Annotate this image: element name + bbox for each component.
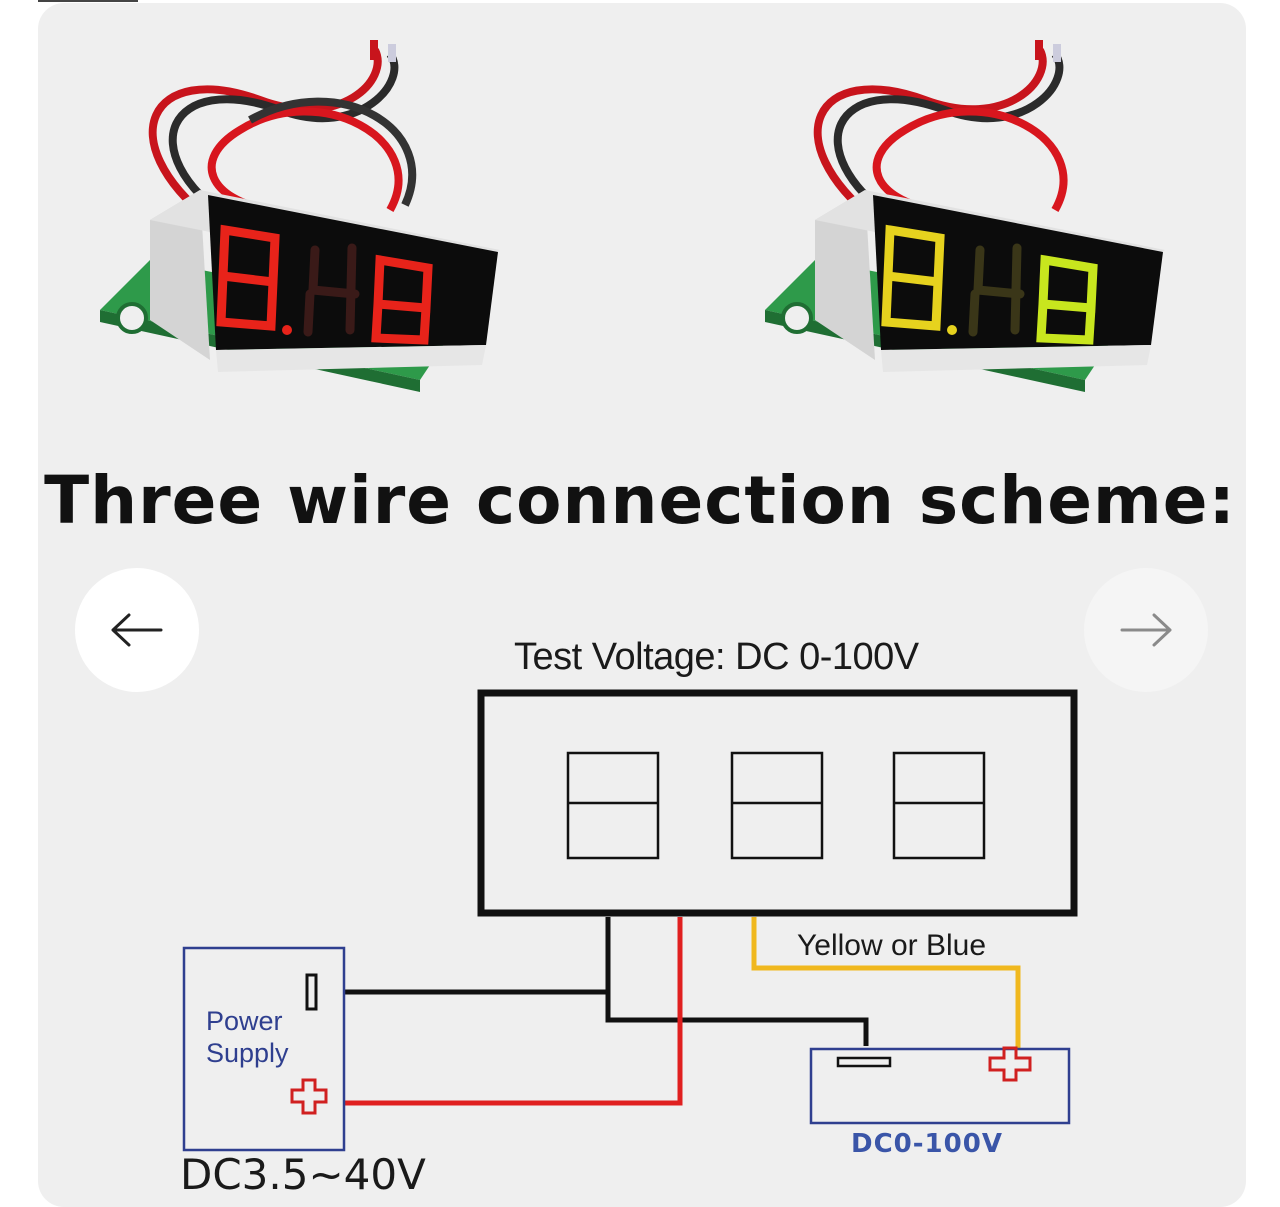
red-voltmeter-photo bbox=[90, 20, 530, 420]
power-supply-label-line1: Power bbox=[206, 1006, 283, 1036]
black-wire bbox=[605, 917, 869, 1046]
digit-box-1 bbox=[566, 751, 660, 860]
yellow-wire bbox=[751, 917, 1021, 1050]
top-divider bbox=[38, 0, 138, 2]
previous-image-button[interactable] bbox=[75, 568, 199, 692]
signal-wire-label: Yellow or Blue bbox=[797, 929, 987, 962]
page-title: Three wire connection scheme: bbox=[44, 462, 1236, 539]
next-image-button[interactable] bbox=[1084, 568, 1208, 692]
supply-range-label: DC3.5~40V bbox=[180, 1150, 426, 1199]
measured-source-box bbox=[809, 1047, 1071, 1125]
meter-outline bbox=[477, 689, 1078, 917]
measured-source-label: DC0-100V bbox=[851, 1129, 1003, 1159]
power-supply-label-line2: Supply bbox=[206, 1038, 289, 1068]
arrow-right-icon bbox=[1120, 613, 1172, 647]
arrow-left-icon bbox=[111, 613, 163, 647]
test-voltage-label: Test Voltage: DC 0-100V bbox=[514, 636, 919, 678]
power-supply-box bbox=[182, 946, 346, 1152]
yellow-voltmeter-photo bbox=[755, 20, 1195, 420]
supply-positive-terminal bbox=[290, 1078, 328, 1115]
source-positive-terminal bbox=[988, 1046, 1032, 1082]
wiring-diagram bbox=[0, 600, 1280, 1200]
digit-box-3 bbox=[892, 751, 986, 860]
red-wire bbox=[343, 917, 683, 1106]
digit-box-2 bbox=[730, 751, 824, 860]
